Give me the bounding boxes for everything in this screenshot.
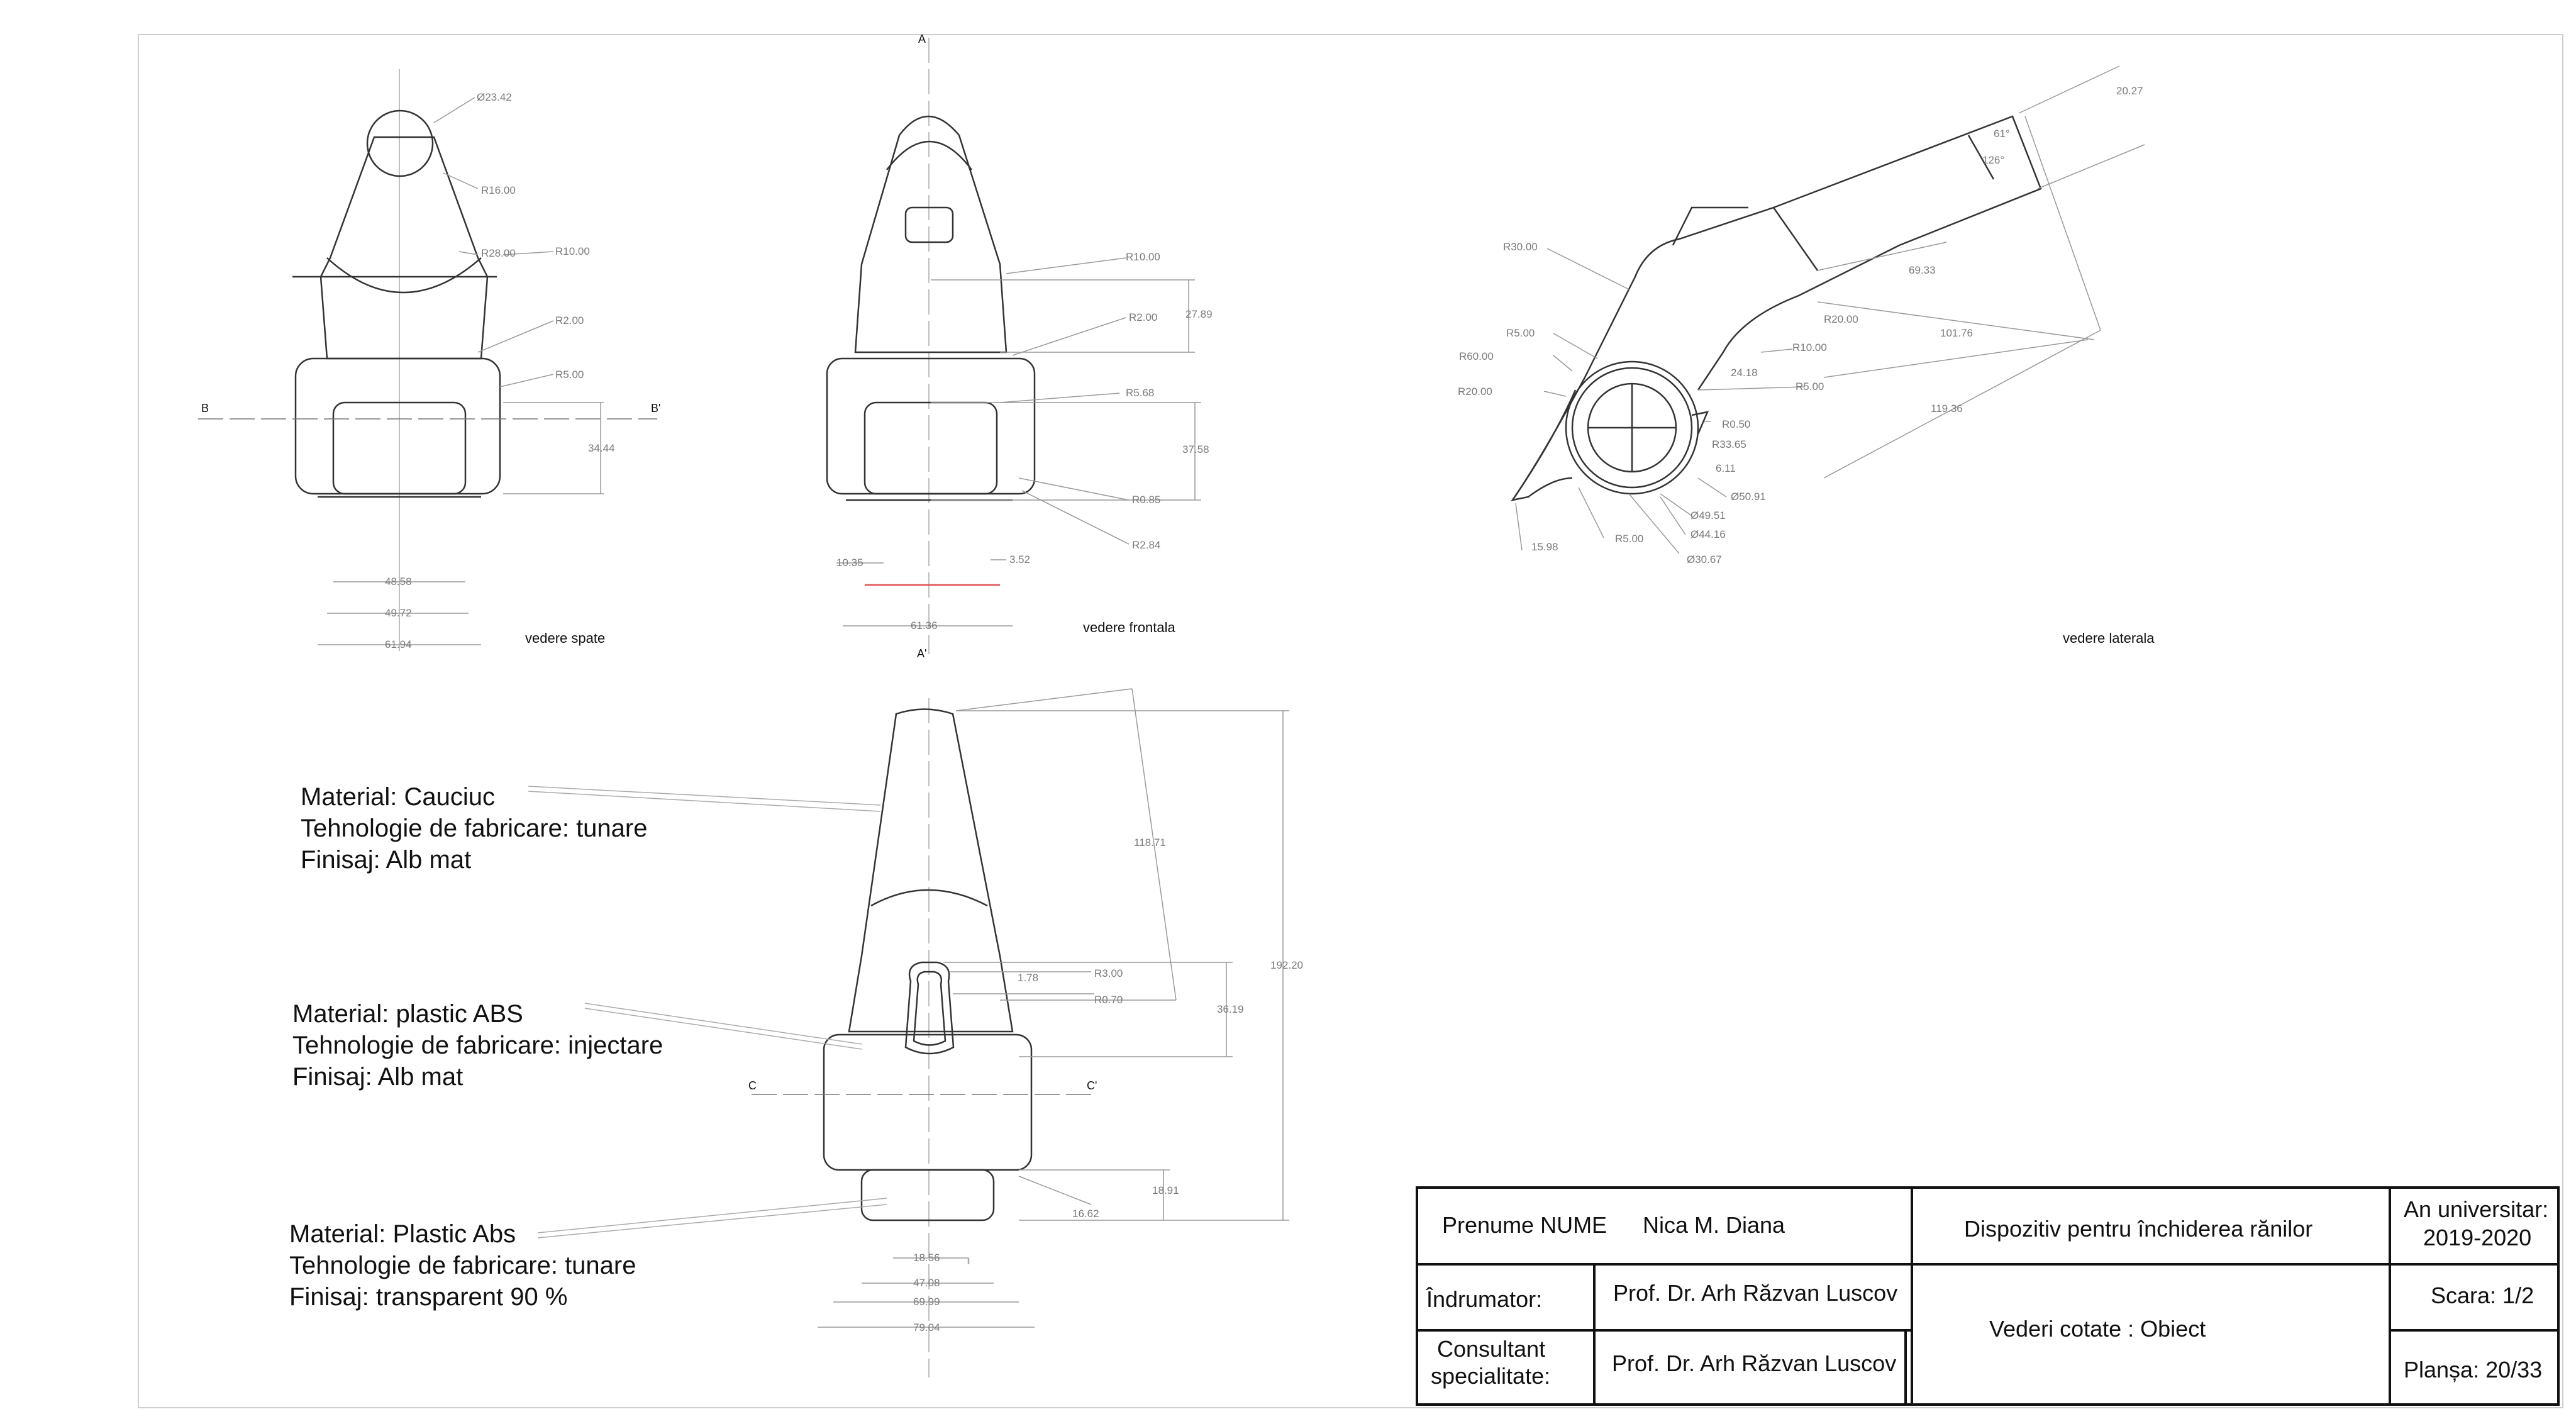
dim-bottom-3: 1.78: [1018, 972, 1038, 984]
dim-bottom-1: 118.71: [1134, 837, 1166, 849]
bottom-view-dimensions: [818, 688, 1289, 1328]
sheet-border: [138, 34, 2563, 1408]
dim-side-7: 101.76: [1940, 327, 1973, 339]
name-label: Prenume NUME: [1442, 1212, 1607, 1238]
back-view-label: vedere spate: [525, 630, 605, 646]
sheet-subject: Vederi cotate : Obiect: [1989, 1316, 2206, 1342]
dim-bottom-5: R0.70: [1094, 994, 1123, 1006]
consultant-value: Prof. Dr. Arh Răzvan Luscov: [1612, 1350, 1896, 1376]
material-3-line-2: Tehnologie de fabricare: tunare: [289, 1252, 636, 1279]
tutor-label: Îndrumator:: [1426, 1286, 1542, 1312]
material-3-line-1: Material: Plastic Abs: [289, 1220, 516, 1248]
dim-front-4: R5.68: [1126, 387, 1154, 399]
dim-front-5: 37.58: [1182, 443, 1209, 455]
dim-side-1: 20.27: [2116, 85, 2143, 97]
dim-side-19: Ø49.51: [1690, 509, 1726, 521]
dim-side-10: R10.00: [1792, 342, 1827, 353]
dim-side-17: 6.11: [1716, 462, 1736, 474]
material-1-line-3: Finisaj: Alb mat: [301, 846, 471, 874]
material-3-line-3: Finisaj: transparent 90 %: [289, 1283, 567, 1311]
dim-back-5: R2.00: [555, 314, 584, 326]
dim-back-7: 34.44: [588, 442, 615, 454]
dim-side-20: Ø44.16: [1690, 528, 1726, 540]
material-2-line-2: Tehnologie de fabricare: injectare: [292, 1032, 663, 1059]
section-mark-c: C: [748, 1079, 757, 1092]
front-view: [826, 38, 1036, 654]
material-2-line-3: Finisaj: Alb mat: [292, 1063, 463, 1091]
dim-back-3: R28.00: [481, 247, 516, 259]
dim-back-1: Ø23.42: [477, 91, 512, 103]
dim-back-6: R5.00: [555, 369, 584, 381]
dim-back-10: 61.94: [385, 638, 412, 650]
consultant-label-2: specialitate:: [1431, 1363, 1550, 1389]
dim-side-16: R33.65: [1712, 438, 1746, 450]
dim-back-8: 48.58: [385, 576, 412, 587]
material-1-line-1: Material: Cauciuc: [301, 783, 495, 811]
dim-back-2: R16.00: [481, 184, 516, 196]
dim-front-6: R0.85: [1132, 494, 1160, 506]
dim-front-7: R2.84: [1132, 539, 1160, 551]
dim-bottom-10: 47.08: [913, 1277, 940, 1289]
dim-bottom-9: 18.56: [913, 1252, 940, 1264]
section-mark-a2: A': [917, 647, 926, 660]
dim-side-3: 126°: [1982, 154, 2004, 166]
section-mark-b: B: [201, 402, 209, 415]
side-view-dimensions: [1515, 65, 2145, 554]
dim-side-2: 61°: [1994, 128, 2010, 140]
consultant-label-1: Consultant: [1437, 1336, 1545, 1362]
material-1-line-2: Tehnologie de fabricare: tunare: [301, 815, 647, 842]
dim-front-1: R10.00: [1126, 251, 1160, 263]
year-label: An universitar:: [2404, 1196, 2548, 1222]
dim-front-10: 61.36: [911, 620, 938, 632]
dim-side-15: R0.50: [1722, 418, 1750, 430]
section-mark-a: A: [918, 33, 926, 45]
tutor-value: Prof. Dr. Arh Răzvan Luscov: [1613, 1280, 1897, 1306]
bottom-view: [752, 698, 1097, 1377]
material-2-line-1: Material: plastic ABS: [292, 1000, 523, 1028]
dim-back-9: 49.72: [385, 607, 412, 619]
dim-side-23: R5.00: [1615, 533, 1643, 545]
dim-bottom-2: 192.20: [1270, 959, 1303, 971]
dim-side-4: R30.00: [1503, 241, 1538, 253]
dim-side-22: 15.98: [1531, 541, 1558, 553]
dim-bottom-4: R3.00: [1094, 967, 1123, 979]
dim-bottom-12: 79.04: [913, 1322, 940, 1333]
dim-bottom-11: 69.99: [913, 1296, 940, 1308]
back-view-dimensions: [318, 97, 604, 645]
section-mark-b2: B': [651, 402, 660, 415]
dim-side-14: 119.36: [1931, 403, 1963, 415]
dim-front-2: R2.00: [1129, 311, 1157, 323]
dim-bottom-8: 16.62: [1072, 1208, 1099, 1220]
dim-front-8: 10.35: [836, 557, 863, 569]
side-view-label: vedere laterala: [2063, 630, 2155, 646]
front-view-dimensions: [836, 257, 1201, 626]
front-view-label: vedere frontala: [1083, 620, 1176, 635]
dim-front-3: 27.89: [1185, 308, 1213, 320]
name-value: Nica M. Diana: [1643, 1212, 1785, 1238]
side-view: [1511, 115, 2042, 501]
scale: Scara: 1/2: [2431, 1283, 2534, 1308]
section-mark-c2: C': [1087, 1079, 1097, 1092]
project-title: Dispozitiv pentru închiderea rănilor: [1964, 1216, 2312, 1242]
back-view: [198, 69, 657, 651]
dim-bottom-6: 36.19: [1217, 1003, 1244, 1015]
year-value: 2019-2020: [2423, 1225, 2531, 1250]
dim-side-8: R5.00: [1506, 327, 1535, 339]
dim-back-4: R10.00: [555, 245, 590, 257]
dim-side-6: R20.00: [1824, 313, 1858, 325]
dim-side-12: 24.18: [1731, 367, 1758, 379]
dim-side-11: R20.00: [1458, 386, 1492, 398]
material-leaders: [528, 786, 887, 1238]
dim-side-18: Ø50.91: [1731, 491, 1766, 503]
dim-side-13: R5.00: [1796, 381, 1824, 392]
dim-side-9: R60.00: [1459, 350, 1494, 362]
dim-front-9: 3.52: [1009, 554, 1030, 565]
dim-side-21: Ø30.67: [1687, 554, 1722, 565]
sheet-number: Planșa: 20/33: [2404, 1357, 2542, 1383]
dim-side-5: 69.33: [1909, 264, 1936, 276]
title-block: [1416, 1186, 2560, 1406]
dim-bottom-7: 18.91: [1152, 1184, 1179, 1196]
